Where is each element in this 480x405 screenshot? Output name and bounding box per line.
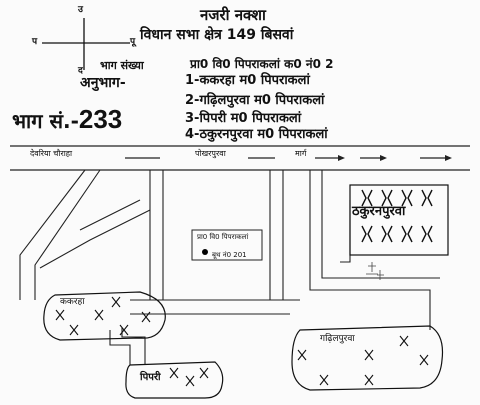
booth-school-label: प्रा0 वि0 पिपराकलां <box>197 233 249 241</box>
booth-number-label: बूथ नं0 201 <box>212 251 247 259</box>
booth-marker-icon <box>202 249 208 255</box>
settlement-kakraha-outline <box>43 291 166 341</box>
house-row-icon <box>361 189 433 243</box>
settlement-thakuranpurwa <box>349 184 449 256</box>
village-label-kakraha: ककरहा <box>60 297 85 307</box>
settlement-pipri <box>125 361 224 399</box>
polling-booth-outline <box>191 229 263 261</box>
house-icon <box>55 296 151 336</box>
polling-booth <box>191 229 263 261</box>
road-arrow-icon <box>380 155 387 161</box>
map-title: नजरी नक्शा <box>200 6 266 24</box>
settlement-thakuranpurwa-outline <box>349 184 449 256</box>
settlement-gadhilpurwa <box>291 325 444 391</box>
compass-rose <box>42 18 130 70</box>
section-item-4: 4-ठकुरनपुरवा म0 पिपराकलां <box>185 127 328 142</box>
road-arrow-icon <box>338 155 345 161</box>
part-number-label: भाग संख्या <box>100 59 144 72</box>
compass-east-label: पू <box>130 37 136 47</box>
house-icon <box>169 367 209 387</box>
part-number-heading: भाग सं.-233 <box>12 106 122 132</box>
local-roads <box>19 169 440 365</box>
road-arrow-icon <box>445 155 452 161</box>
compass-south-label: द <box>78 66 83 76</box>
road-label-start: देवरिया चौराहा <box>30 149 73 158</box>
constituency-subtitle: विधान सभा क्षेत्र 149 बिसवां <box>140 27 294 43</box>
house-icon <box>297 335 429 386</box>
part-number-prefix: भाग सं.- <box>12 109 79 133</box>
settlement-kakraha <box>43 291 166 341</box>
tree-icon <box>366 262 384 280</box>
section-item-2: 2-गढ़िलपुरवा म0 पिपराकलां <box>185 93 325 108</box>
village-label-pipri: पिपरी <box>140 372 161 383</box>
section-item-3: 3-पिपरी म0 पिपराकलां <box>185 111 302 126</box>
settlement-pipri-outline <box>125 361 224 399</box>
section-label: अनुभाग- <box>80 75 126 91</box>
section-item-1: 1-ककरहा म0 पिपराकलां <box>185 73 310 88</box>
road-label-end: मार्ग <box>295 149 307 158</box>
village-label-thakuranpurwa: ठकुरनपुरवा <box>352 204 406 219</box>
polling-school-name: प्रा0 वि0 पिपराकलां क0 नं0 2 <box>190 57 334 71</box>
road-direction-arrows <box>338 155 452 161</box>
compass-west-label: प <box>32 37 38 47</box>
main-road <box>10 145 470 171</box>
part-number-value: 233 <box>78 104 123 134</box>
village-label-gadhilpurwa: गढ़िलपुरवा <box>320 334 355 344</box>
road-label-middle: पोखरपुरवा <box>195 149 226 158</box>
settlement-gadhilpurwa-outline <box>291 325 444 391</box>
compass-north-label: उ <box>78 5 83 15</box>
